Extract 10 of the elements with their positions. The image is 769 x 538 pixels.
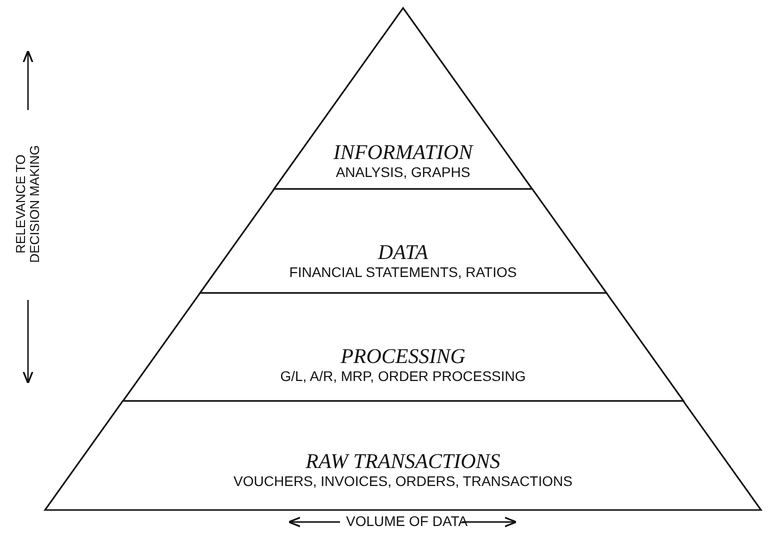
tier-title: RAW TRANSACTIONS [306, 450, 500, 472]
axis-label: RELEVANCE TO DECISION MAKING [14, 144, 42, 264]
tier-examples: FINANCIAL STATEMENTS, RATIOS [289, 263, 517, 281]
tier-title: INFORMATION [333, 141, 473, 163]
tier-title: DATA [378, 241, 428, 263]
tier-examples: ANALYSIS, GRAPHS [336, 163, 470, 181]
tier-examples: G/L, A/R, MRP, ORDER PROCESSING [280, 367, 526, 385]
tier-title: PROCESSING [340, 345, 466, 367]
tier-examples: VOUCHERS, INVOICES, ORDERS, TRANSACTIONS [234, 472, 572, 490]
axis-label: VOLUME OF DATA [346, 513, 468, 529]
